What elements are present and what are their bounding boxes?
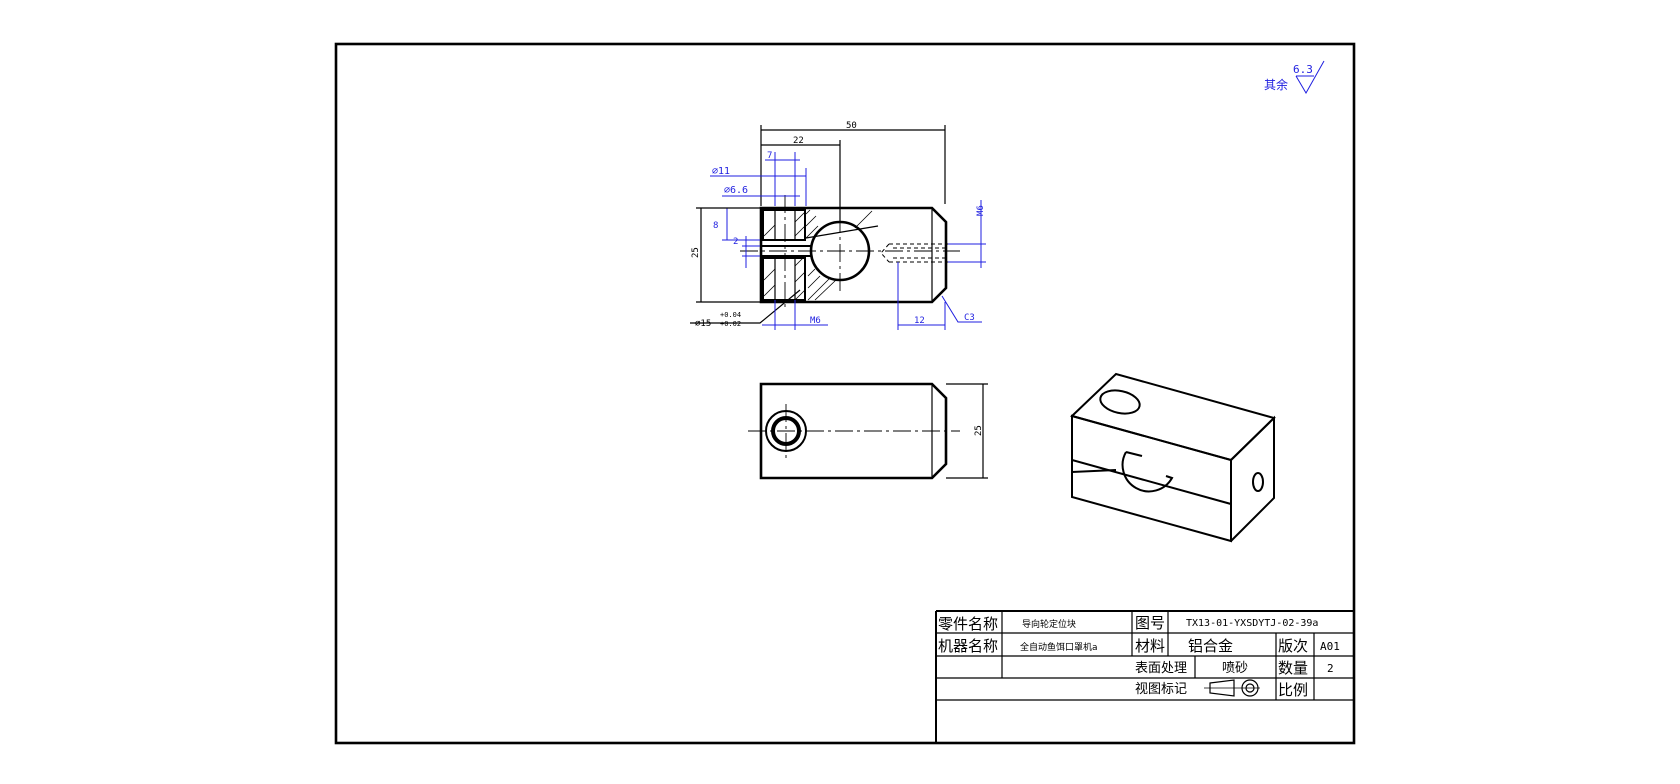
dim-chamfer: C3: [964, 313, 975, 323]
dim-counterbore-dia: ⌀11: [712, 166, 730, 177]
roughness-symbol: [1295, 60, 1325, 95]
tb-part-name-label: 零件名称: [938, 615, 998, 633]
dim-counterbore-depth: 8: [713, 221, 718, 231]
tb-quantity-label: 数量: [1278, 659, 1308, 677]
tb-revision-label: 版次: [1278, 637, 1308, 655]
dim-gap: 2: [733, 237, 738, 247]
dim-bore-tol-upper: +0.04: [720, 311, 741, 319]
iso-right-face: [1230, 415, 1275, 542]
iso-top-hole: [1099, 389, 1141, 415]
counterbore-upper: [762, 209, 806, 241]
front-view: 25: [748, 382, 988, 480]
dim-bore-dia: ⌀15: [695, 319, 711, 329]
dim-thread-depth: 12: [914, 316, 925, 326]
tb-scale-label: 比例: [1278, 681, 1308, 699]
iso-side-hole: [1252, 472, 1264, 492]
tb-material-label: 材料: [1135, 637, 1165, 655]
hidden-thread: [880, 243, 948, 263]
surface-finish-label: 其余: [1264, 77, 1288, 92]
dim-thread-side: M6: [976, 205, 986, 216]
tb-machine-name-value: 全自动鱼饵口罩机a: [1020, 641, 1098, 653]
section-hatching: [763, 209, 873, 301]
section-dimensions: 50 22 7 ⌀11 ⌀6.6 8 2 25 ⌀15 +0.04: [690, 121, 986, 330]
surface-finish-value: 6.3: [1293, 63, 1313, 76]
isometric-view: [1070, 372, 1276, 543]
tb-surface-treatment-value: 喷砂: [1222, 661, 1248, 676]
dim-thread-bottom: M6: [810, 316, 821, 326]
counterbore-lower: [762, 257, 806, 301]
tb-material-value: 铝合金: [1188, 637, 1233, 655]
tb-drawing-no-label: 图号: [1135, 614, 1165, 632]
dim-hole-dia: ⌀6.6: [724, 185, 748, 196]
tb-view-mark-label: 视图标记: [1135, 682, 1187, 697]
dim-hole-spacing: 7: [767, 151, 772, 161]
tb-revision-value: A01: [1320, 640, 1340, 653]
title-block: 零件名称 导向轮定位块 图号 TX13-01-YXSDYTJ-02-39a 机器…: [935, 610, 1354, 743]
tb-drawing-no-value: TX13-01-YXSDYTJ-02-39a: [1186, 618, 1318, 629]
dim-front-height: 25: [974, 425, 984, 436]
tb-surface-treatment-label: 表面处理: [1135, 661, 1187, 676]
projection-symbol-icon: [1204, 679, 1260, 697]
surface-finish-note: 其余 6.3: [1264, 60, 1325, 95]
dim-bore-tol-lower: +0.02: [720, 320, 741, 328]
dim-height: 25: [691, 247, 701, 258]
tb-machine-name-label: 机器名称: [938, 637, 998, 655]
dim-overall-length: 50: [846, 121, 857, 131]
slot-cut: [761, 245, 812, 257]
tb-part-name-value: 导向轮定位块: [1022, 618, 1076, 630]
iso-bore: [1121, 451, 1174, 493]
dim-slot-offset: 22: [793, 136, 804, 146]
drawing-border: [334, 42, 1356, 745]
section-view: [740, 195, 960, 310]
tb-quantity-value: 2: [1327, 662, 1334, 675]
iso-front-lower: [1071, 472, 1232, 543]
